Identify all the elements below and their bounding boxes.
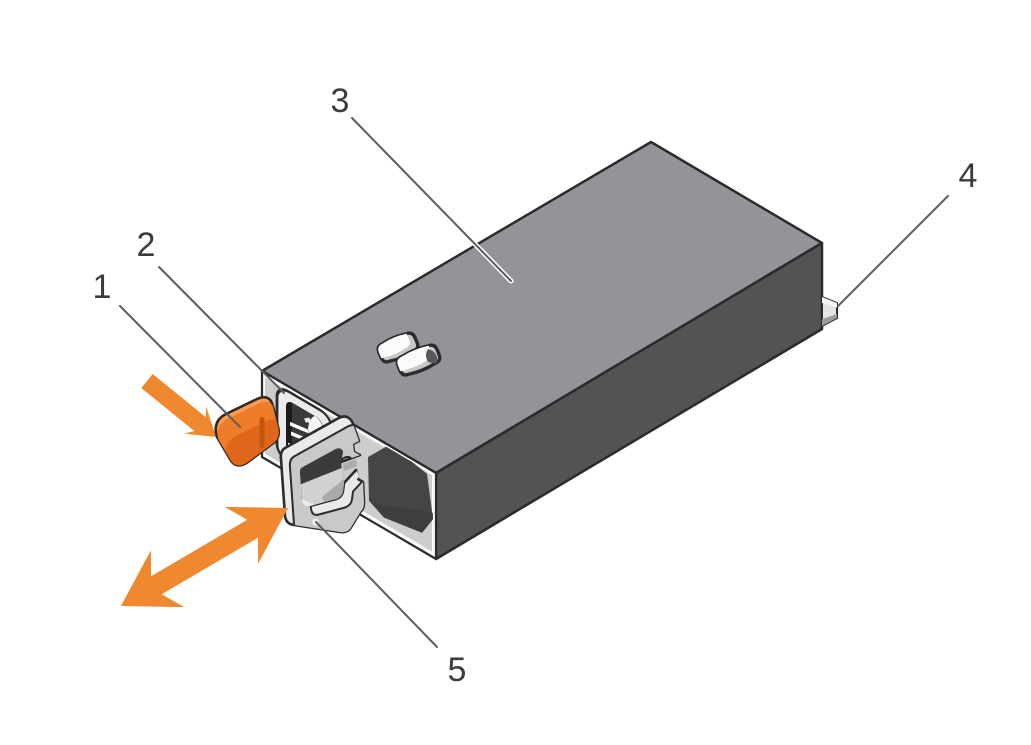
svg-text:5: 5 <box>448 651 467 689</box>
svg-text:4: 4 <box>959 157 978 195</box>
svg-text:2: 2 <box>137 226 156 264</box>
svg-text:1: 1 <box>93 268 112 306</box>
svg-text:3: 3 <box>331 82 350 120</box>
